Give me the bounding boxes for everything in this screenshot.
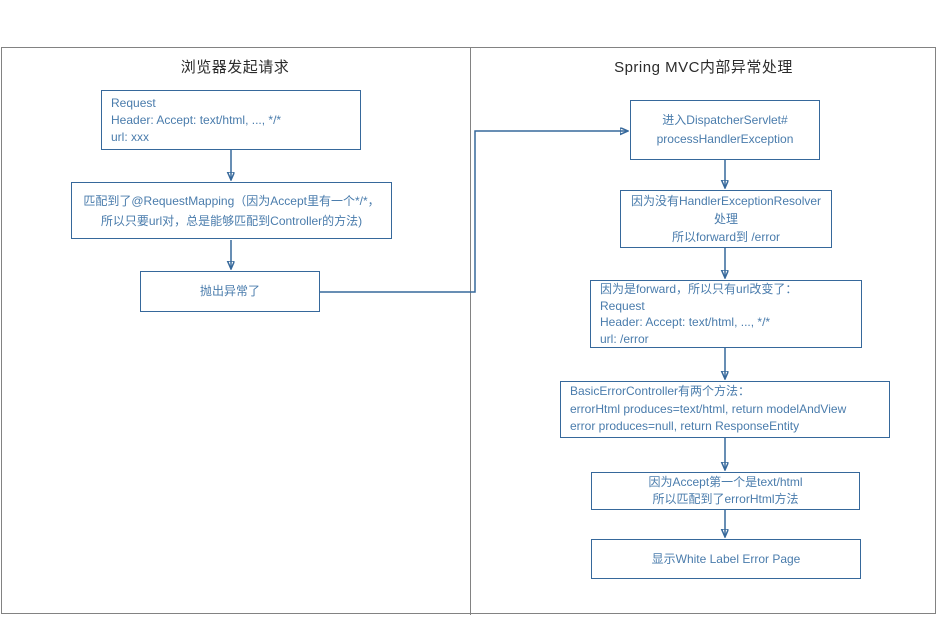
no-resolver-box-line: 所以forward到 /error (671, 230, 781, 244)
dispatcher-servlet-box-line: processHandlerException (656, 132, 794, 146)
dispatcher-servlet-box-line: 进入DispatcherServlet# (662, 113, 788, 127)
request-mapping-box-line: 匹配到了@RequestMapping（因为Accept里有一个*/*， (83, 193, 380, 208)
request-box: Request Header: Accept: text/html, ..., … (101, 90, 361, 150)
basic-error-controller-box-line: errorHtml produces=text/html, return mod… (570, 401, 847, 416)
no-resolver-box: 因为没有HandlerExceptionResolver 处理 所以forwar… (620, 190, 832, 248)
outer-frame (1, 47, 936, 614)
throw-exception-box-label: 抛出异常了 (199, 284, 260, 298)
request-box-line: url: xxx (111, 129, 150, 144)
white-label-error-page-box: 显示White Label Error Page (591, 539, 861, 579)
request-box-line: Request (111, 95, 156, 110)
request-mapping-box-line: 所以只要url对，总是能够匹配到Controller的方法) (100, 213, 363, 228)
accept-match-box-line: 因为Accept第一个是text/html (648, 475, 803, 489)
left-panel-title: 浏览器发起请求 (180, 59, 290, 76)
basic-error-controller-box: BasicErrorController有两个方法： errorHtml pro… (560, 381, 890, 438)
forward-request-box-line: Request (600, 298, 645, 313)
panel-divider-line (470, 47, 471, 615)
basic-error-controller-box-line: error produces=null, return ResponseEnti… (570, 419, 800, 434)
accept-match-box: 因为Accept第一个是text/html 所以匹配到了errorHtml方法 (591, 472, 860, 510)
throw-exception-box: 抛出异常了 (140, 271, 320, 312)
forward-request-box-line: Header: Accept: text/html, ..., */* (600, 315, 771, 329)
dispatcher-servlet-box: 进入DispatcherServlet# processHandlerExcep… (630, 100, 820, 160)
forward-request-box-line: url: /error (600, 331, 649, 346)
no-resolver-box-line: 因为没有HandlerExceptionResolver (630, 194, 822, 208)
request-mapping-box: 匹配到了@RequestMapping（因为Accept里有一个*/*， 所以只… (71, 182, 392, 239)
right-panel-title: Spring MVC内部异常处理 (614, 59, 793, 76)
forward-request-box: 因为是forward，所以只有url改变了： Request Header: A… (590, 280, 862, 348)
white-label-error-page-box-label: 显示White Label Error Page (651, 551, 801, 566)
no-resolver-box-line: 处理 (713, 212, 738, 226)
forward-request-box-line: 因为是forward，所以只有url改变了： (600, 282, 798, 296)
basic-error-controller-box-line: BasicErrorController有两个方法： (570, 384, 751, 399)
request-box-line: Header: Accept: text/html, ..., */* (111, 112, 282, 127)
accept-match-box-line: 所以匹配到了errorHtml方法 (652, 492, 799, 506)
